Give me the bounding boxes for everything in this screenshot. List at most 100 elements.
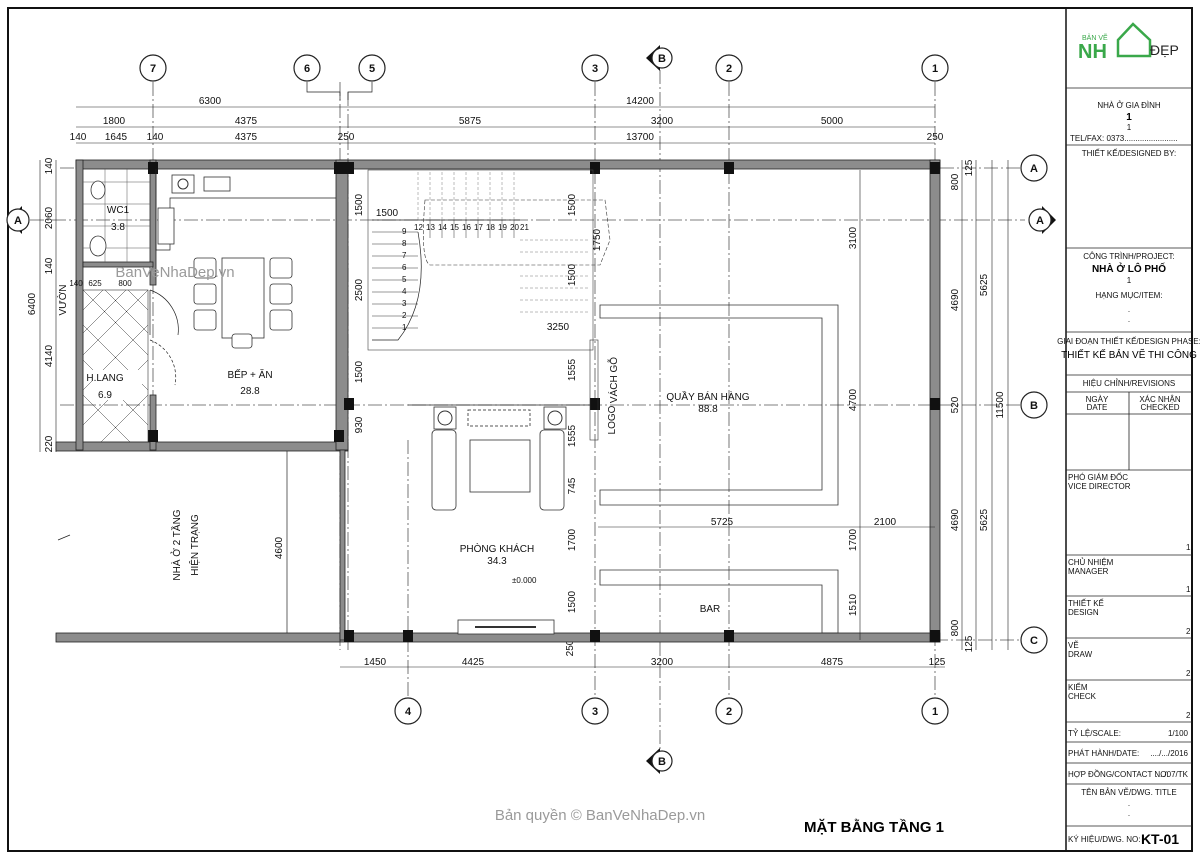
svg-text:125: 125 [929,657,946,668]
staircase: 1 2 3 4 5 6 7 8 9 10 11 12 13 14 15 16 1… [354,169,611,433]
svg-text:5000: 5000 [821,116,844,127]
svg-text:1: 1 [1186,543,1191,552]
svg-text:CHECK: CHECK [1068,692,1097,701]
svg-text:4375: 4375 [235,116,258,127]
svg-text:6: 6 [402,263,407,272]
svg-text:2: 2 [402,311,407,320]
svg-text:BẢN VẼ: BẢN VẼ [1082,33,1108,42]
svg-text:140: 140 [147,132,164,143]
svg-text:ĐẸP: ĐẸP [1150,42,1179,58]
svg-text:19: 19 [498,223,507,232]
watermark-mid: BanVeNhaDep.vn [115,264,234,281]
svg-text:20: 20 [510,223,519,232]
svg-text:THIẾT KẾ: THIẾT KẾ [1068,598,1104,608]
svg-text:.: . [1128,305,1130,314]
svg-text:250: 250 [565,639,576,656]
svg-text:6400: 6400 [27,292,38,315]
svg-text:HIỆN TRẠNG: HIỆN TRẠNG [188,514,201,576]
svg-text:4140: 4140 [44,344,55,367]
axis-2-bottom: 2 [726,706,732,718]
svg-text:1700: 1700 [567,528,578,551]
svg-text:1500: 1500 [376,208,399,219]
svg-text:6300: 6300 [199,96,222,107]
svg-text:4: 4 [402,287,407,296]
svg-text:1500: 1500 [354,193,365,216]
svg-text:2: 2 [1186,669,1191,678]
axis-5: 5 [369,63,375,75]
living-room: PHÒNG KHÁCH 34.3 ±0.000 1555 1555 745 17… [408,339,620,635]
svg-text:1645: 1645 [105,132,128,143]
svg-text:±0.000: ±0.000 [512,576,537,585]
svg-text:3200: 3200 [651,116,674,127]
dimensions-left: 6400 140 2060 140 4140 220 [27,157,57,452]
svg-text:PHÁT HÀNH/DATE:: PHÁT HÀNH/DATE: [1068,749,1139,758]
svg-text:520: 520 [950,396,961,413]
svg-text:1500: 1500 [567,590,578,613]
axis-1-top: 1 [932,63,938,75]
svg-text:KT-01: KT-01 [1141,831,1179,847]
svg-text:1: 1 [1127,123,1132,132]
svg-text:KIỂM: KIỂM [1068,683,1088,692]
svg-text:15: 15 [450,223,459,232]
svg-text:DRAW: DRAW [1068,650,1093,659]
axis-3-bottom: 3 [592,706,598,718]
svg-text:LOGO: LOGO [607,405,618,434]
svg-text:1: 1 [1127,276,1132,285]
svg-text:3100: 3100 [848,226,859,249]
structural-columns [148,162,940,642]
svg-text:VÁCH GỖ: VÁCH GỖ [607,357,620,403]
svg-text:XÁC NHẬN: XÁC NHẬN [1139,395,1181,404]
svg-text:4375: 4375 [235,132,258,143]
svg-text:HỢP ĐỒNG/CONTACT NO:: HỢP ĐỒNG/CONTACT NO: [1068,769,1169,779]
svg-text:CHECKED: CHECKED [1140,403,1179,412]
svg-text:1510: 1510 [848,593,859,616]
svg-text:1: 1 [1126,112,1132,123]
svg-text:GIAI ĐOẠN THIẾT KẾ/DESIGN PHAS: GIAI ĐOẠN THIẾT KẾ/DESIGN PHASE: [1057,336,1200,346]
svg-text:4425: 4425 [462,657,485,668]
svg-text:5625: 5625 [979,508,990,531]
svg-text:2060: 2060 [44,206,55,229]
svg-text:H.LANG: H.LANG [86,373,123,384]
svg-text:800: 800 [118,279,132,288]
stair-step-numbers: 1 2 3 4 5 6 7 8 9 10 11 12 13 14 15 16 1… [402,223,529,332]
svg-text:5875: 5875 [459,116,482,127]
svg-text:1555: 1555 [567,358,578,381]
svg-text:14: 14 [438,223,447,232]
svg-text:THIẾT KẾ/DESIGNED BY:: THIẾT KẾ/DESIGNED BY: [1082,148,1177,158]
svg-text:1: 1 [1186,585,1191,594]
svg-text:745: 745 [567,477,578,494]
svg-text:4600: 4600 [274,536,285,559]
svg-text:13: 13 [426,223,435,232]
drawing-title: MẶT BẰNG TẦNG 1 [804,818,944,836]
svg-text:NHÀ Ở GIA ĐÌNH: NHÀ Ở GIA ĐÌNH [1097,101,1161,110]
svg-text:3250: 3250 [547,322,570,333]
svg-text:THIẾT KẾ BẢN VẼ THI CÔNG: THIẾT KẾ BẢN VẼ THI CÔNG [1061,348,1197,361]
svg-text:DESIGN: DESIGN [1068,608,1099,617]
svg-text:34.3: 34.3 [487,556,507,567]
svg-text:..../.../2016: ..../.../2016 [1150,749,1188,758]
axis-bubbles-sides: A A A B C [6,154,1056,654]
svg-text:NHÀ Ở LÔ PHỐ: NHÀ Ở LÔ PHỐ [1092,261,1166,275]
title-block: BẢN VẼ NH ĐẸP NHÀ Ở GIA ĐÌNH 1 1 TEL/FAX… [1057,22,1200,847]
svg-text:16: 16 [462,223,471,232]
svg-text:BAR: BAR [700,604,721,615]
svg-text:125: 125 [964,159,975,176]
svg-text:WC1: WC1 [107,205,130,216]
svg-text:4700: 4700 [848,388,859,411]
axis-a-right: A [1030,163,1038,175]
svg-text:4690: 4690 [950,288,961,311]
section-markers: B B [646,45,673,774]
svg-text:18: 18 [486,223,495,232]
svg-text:140: 140 [44,257,55,274]
svg-text:1: 1 [402,323,407,332]
axis-c-right: C [1030,635,1038,647]
svg-text:HIỆU CHỈNH/REVISIONS: HIỆU CHỈNH/REVISIONS [1083,379,1175,388]
svg-text:6.9: 6.9 [98,390,112,401]
svg-text:88.8: 88.8 [698,404,718,415]
svg-text:.: . [1128,809,1130,818]
svg-text:TÊN BẢN VẼ/DWG. TITLE: TÊN BẢN VẼ/DWG. TITLE [1081,788,1176,797]
svg-text:8: 8 [402,239,407,248]
svg-text:1800: 1800 [103,116,126,127]
axis-b-right: B [1030,400,1038,412]
